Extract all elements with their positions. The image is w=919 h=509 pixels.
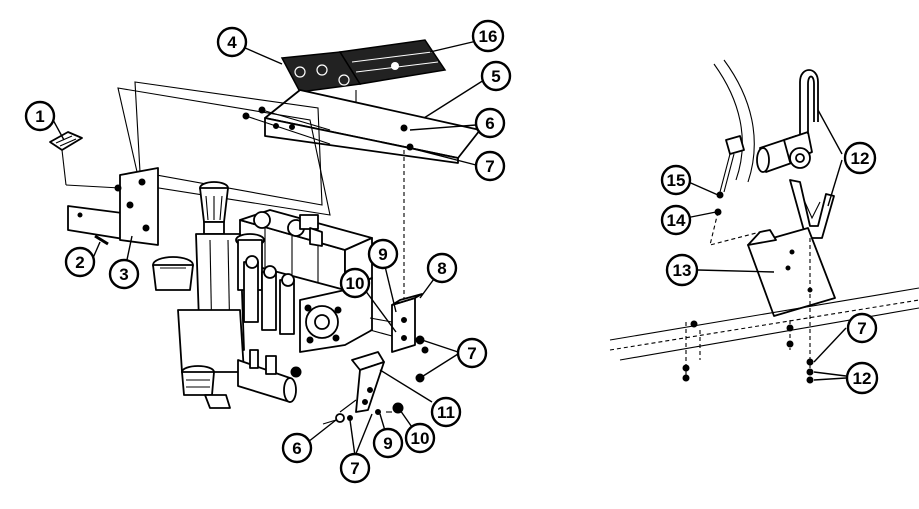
svg-text:14: 14 xyxy=(667,211,686,230)
svg-text:9: 9 xyxy=(378,245,387,264)
svg-text:10: 10 xyxy=(346,274,365,293)
decal-part-4 xyxy=(280,51,362,93)
callout-part-2: 2 xyxy=(64,246,96,278)
callout-part-6-bottom: 6 xyxy=(281,432,313,464)
leader-lines xyxy=(51,39,847,457)
svg-text:4: 4 xyxy=(227,33,237,52)
svg-text:10: 10 xyxy=(411,429,430,448)
callout-part-3: 3 xyxy=(108,258,140,290)
svg-text:12: 12 xyxy=(853,369,872,388)
callout-part-10-top: 10 xyxy=(339,267,371,299)
svg-text:15: 15 xyxy=(667,171,686,190)
svg-text:7: 7 xyxy=(467,344,476,363)
callout-part-1: 1 xyxy=(24,100,56,132)
callout-part-5: 5 xyxy=(480,60,512,92)
callout-part-8: 8 xyxy=(426,252,458,284)
svg-text:13: 13 xyxy=(673,261,692,280)
svg-text:6: 6 xyxy=(292,439,301,458)
callout-part-16: 16 xyxy=(471,19,505,53)
svg-text:7: 7 xyxy=(485,157,494,176)
bracket-part-8 xyxy=(391,293,423,353)
svg-text:6: 6 xyxy=(485,114,494,133)
svg-text:16: 16 xyxy=(479,27,498,46)
callout-part-9-bottom: 9 xyxy=(372,427,404,459)
svg-text:12: 12 xyxy=(851,149,870,168)
callouts: 1 2 3 4 5 6 7 8 xyxy=(24,19,879,484)
callout-part-7-top: 7 xyxy=(474,150,506,182)
callout-part-12-bottom: 12 xyxy=(845,361,879,395)
svg-text:7: 7 xyxy=(857,319,866,338)
mount-bracket-part-3 xyxy=(114,167,159,246)
svg-text:7: 7 xyxy=(350,459,359,478)
svg-text:2: 2 xyxy=(75,253,84,272)
callout-part-9-top: 9 xyxy=(367,238,399,270)
callout-part-14: 14 xyxy=(660,204,692,236)
svg-text:8: 8 xyxy=(437,259,446,278)
decal-part-1 xyxy=(49,131,83,151)
right-assembly xyxy=(609,59,919,384)
callout-part-15: 15 xyxy=(660,164,692,196)
callout-part-7-right: 7 xyxy=(846,312,878,344)
svg-text:11: 11 xyxy=(437,403,455,422)
callout-part-4: 4 xyxy=(216,26,248,58)
clamp-part-12 xyxy=(789,179,835,239)
left-assembly xyxy=(49,39,481,425)
plate-part-13 xyxy=(747,227,836,317)
u-bolt-part-12 xyxy=(799,69,819,134)
callout-part-11: 11 xyxy=(430,396,462,428)
callout-part-7-bottom: 7 xyxy=(339,452,371,484)
bracket-part-11 xyxy=(351,351,385,413)
callout-part-13: 13 xyxy=(665,253,699,287)
tee-fitting xyxy=(756,131,813,173)
callout-part-12-top: 12 xyxy=(843,141,877,175)
callout-part-6-top: 6 xyxy=(474,107,506,139)
svg-text:1: 1 xyxy=(35,107,44,126)
callout-part-7-mid: 7 xyxy=(456,337,488,369)
svg-text:9: 9 xyxy=(383,434,392,453)
pump-body xyxy=(152,181,373,409)
svg-text:5: 5 xyxy=(491,67,500,86)
callout-part-10-bottom: 10 xyxy=(404,422,436,454)
svg-text:3: 3 xyxy=(119,265,128,284)
